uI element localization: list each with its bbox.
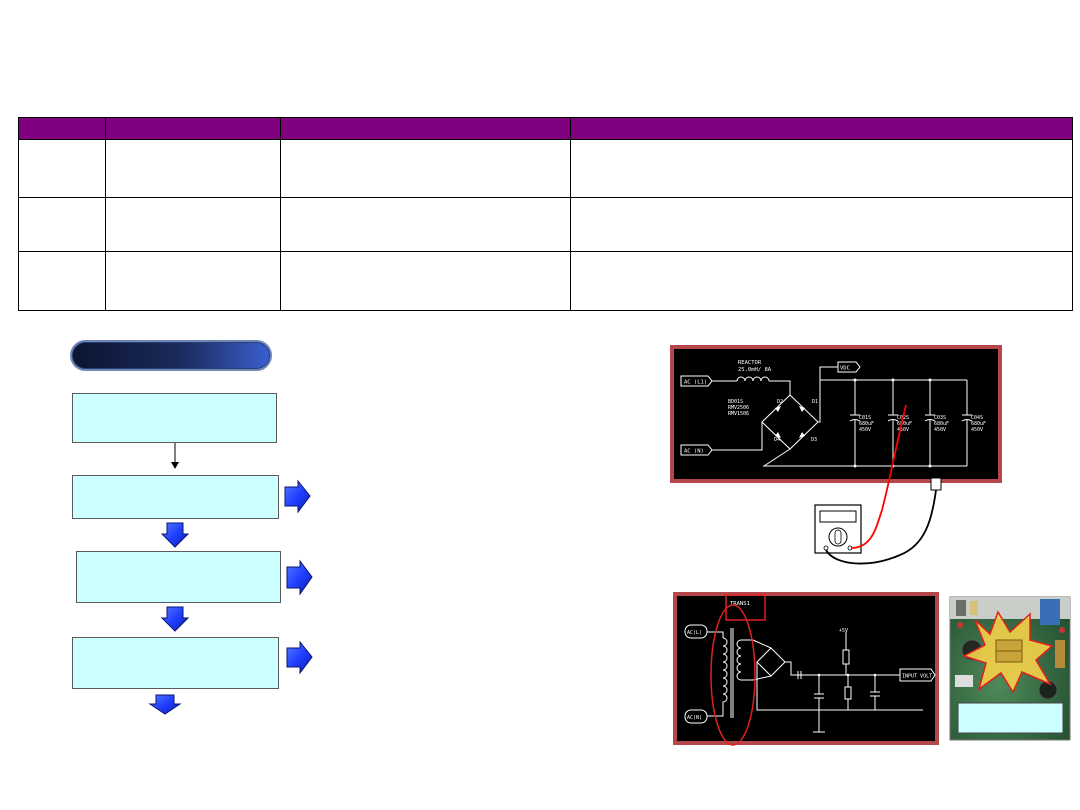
bridge-part-2: RMV1506 [728, 411, 749, 417]
ac-l1-label: AC (L1) [684, 380, 707, 386]
primary-coil [722, 637, 728, 706]
svg-text:450V: 450V [934, 427, 946, 433]
table-cell [105, 197, 281, 252]
diode-d1-label: D1 [812, 399, 818, 405]
ac-n-terminal [680, 444, 713, 456]
table-header-cell [18, 117, 106, 140]
diode-d4-label: D4 [774, 437, 780, 443]
table-row [18, 139, 1073, 198]
flow-step-4 [72, 637, 279, 689]
table-cell [105, 251, 281, 311]
svg-text:C03S: C03S [934, 415, 946, 421]
arrow-down-icon [148, 694, 182, 715]
table-header-cell [280, 117, 571, 140]
table-cell [18, 139, 106, 198]
arrow-right-icon [286, 640, 313, 675]
arrow-down-icon [160, 522, 190, 548]
vdc-terminal [837, 361, 861, 373]
svg-text:C01S: C01S [859, 415, 871, 421]
transformer-schematic: TRANS1 AC(L) AC(N) +5V [673, 592, 939, 746]
svg-text:450V: 450V [897, 427, 909, 433]
ac-l1-terminal [680, 375, 713, 387]
photo-caption-box [957, 702, 1064, 734]
info-table [18, 117, 1073, 311]
ac-l-label: AC(L) [687, 630, 702, 636]
svg-text:C04S: C04S [971, 415, 983, 421]
svg-text:450V: 450V [971, 427, 983, 433]
bridge-part-1: RMV2506 [728, 405, 749, 411]
table-cell [18, 251, 106, 311]
supply-label: +5V [839, 628, 848, 634]
capacitor-c01s: C01S 680uF 450V [849, 378, 874, 468]
table-header-cell [570, 117, 1073, 140]
probe-clip [930, 477, 942, 491]
svg-text:680uF: 680uF [971, 421, 986, 427]
aux-bridge-rectifier [756, 647, 786, 677]
secondary-coil [736, 639, 742, 681]
table-header-row [18, 117, 1073, 140]
svg-text:450V: 450V [859, 427, 871, 433]
svg-text:680uF: 680uF [897, 421, 912, 427]
table-row [18, 251, 1073, 311]
diode-d2-label: D2 [777, 399, 783, 405]
power-schematic: AC (L1) REACTOR 25.0mH/ 8A BD01S RMV2506… [670, 345, 1002, 483]
arrow-right-icon [286, 559, 313, 596]
reactor-inductor [736, 376, 770, 382]
transformer-highlight-ellipse [710, 604, 756, 746]
ac-n-label: AC(N) [687, 715, 702, 721]
flow-connector [171, 443, 179, 469]
pcb-photo [949, 596, 1071, 741]
arrow-down-icon [160, 606, 190, 632]
table-cell [570, 251, 1073, 311]
table-cell [280, 251, 571, 311]
black-probe-wire [825, 489, 937, 565]
input-volt-label: INPUT VOLT [902, 674, 932, 680]
table-cell [280, 139, 571, 198]
reactor-label: REACTOR [738, 360, 762, 366]
ac-n-label: AC (N) [684, 449, 704, 455]
multimeter-icon [814, 504, 862, 554]
diode-d3-label: D3 [811, 437, 817, 443]
svg-text:680uF: 680uF [934, 421, 949, 427]
flow-step-1 [72, 393, 277, 443]
bridge-ref: BD01S [728, 399, 743, 405]
red-probe-wire [850, 404, 907, 549]
flow-title-pill [70, 340, 272, 371]
table-cell [105, 139, 281, 198]
capacitor-c04s: C04S 680uF 450V [961, 380, 986, 466]
table-cell [570, 139, 1073, 198]
flow-step-2 [72, 475, 279, 519]
reactor-value: 25.0mH/ 8A [738, 367, 772, 373]
flow-step-3 [76, 551, 281, 603]
svg-text:680uF: 680uF [859, 421, 874, 427]
table-cell [570, 197, 1073, 252]
capacitor-c03s: C03S 680uF 450V [924, 378, 949, 468]
transformer-ref: TRANS1 [730, 601, 750, 607]
vdc-label: VDC [840, 366, 850, 372]
input-volt-terminal [899, 668, 936, 682]
arrow-right-icon [284, 479, 311, 514]
